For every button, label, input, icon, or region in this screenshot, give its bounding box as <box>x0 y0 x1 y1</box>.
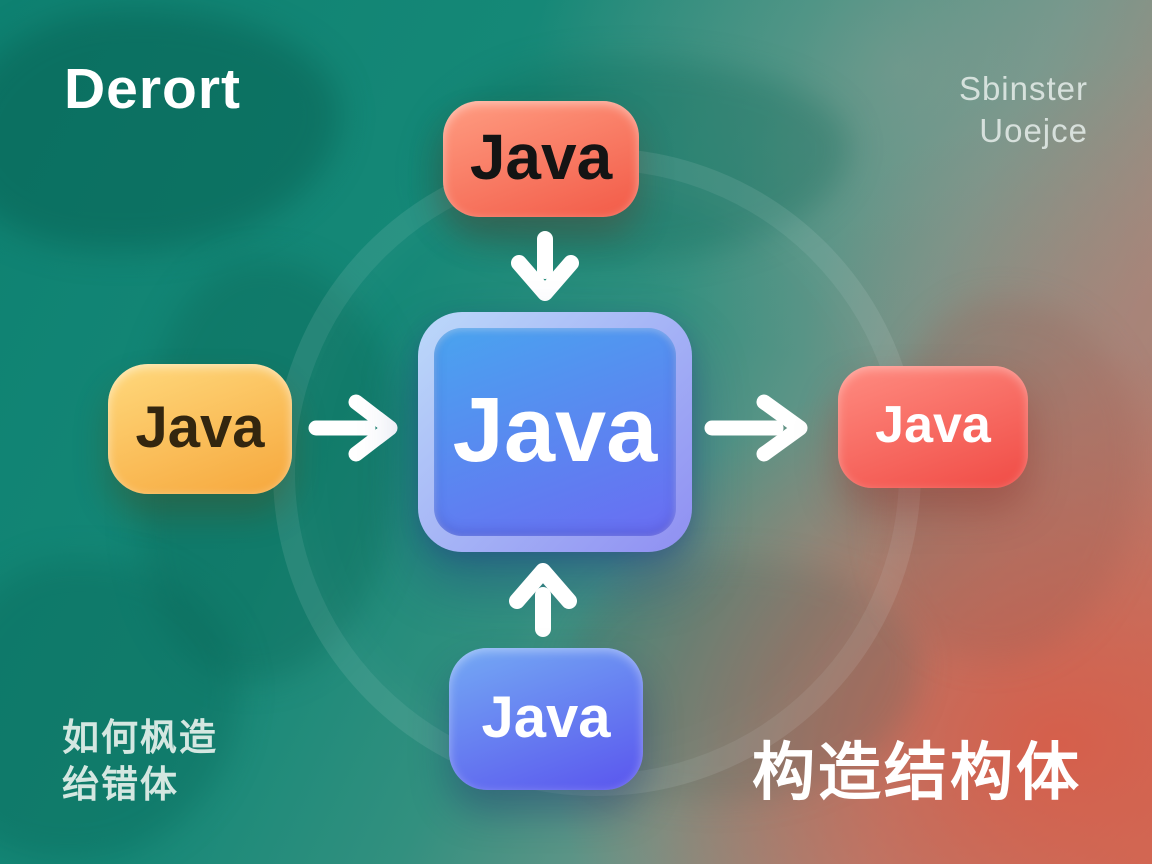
caption-bottom-left-line1: 如何枫造 <box>62 717 218 758</box>
node-label: Java <box>875 396 991 454</box>
caption-bottom-left: 如何枫造 绐错体 <box>62 714 218 808</box>
brand-title: Derort <box>64 57 242 121</box>
diagram-node-center-java: Java <box>418 312 692 552</box>
node-label: Java <box>452 378 658 481</box>
arrow-up-icon <box>503 555 583 637</box>
node-label: Java <box>481 684 611 750</box>
watermark-line1: Sbinster <box>958 70 1088 107</box>
diagram-node-right-java: Java <box>838 366 1028 488</box>
diagram-node-bottom-java: Java <box>449 648 643 790</box>
map-texture-blob <box>0 10 340 250</box>
arrow-down-icon <box>505 231 585 311</box>
caption-bottom-left-line2: 绐错体 <box>62 764 179 805</box>
node-label: Java <box>469 121 613 193</box>
arrow-right-icon <box>704 390 820 466</box>
watermark-text: Sbinster Uoejce <box>959 68 1088 152</box>
diagram-node-top-java: Java <box>443 101 639 217</box>
diagram-node-left-java: Java <box>108 364 292 494</box>
diagram-node-center-face: Java <box>434 328 676 536</box>
arrow-right-icon <box>308 390 408 466</box>
node-label: Java <box>135 394 265 460</box>
watermark-line2: Uoejce <box>979 112 1088 149</box>
caption-bottom-right: 构造结构体 <box>752 738 1082 808</box>
map-texture-blob <box>0 560 240 860</box>
